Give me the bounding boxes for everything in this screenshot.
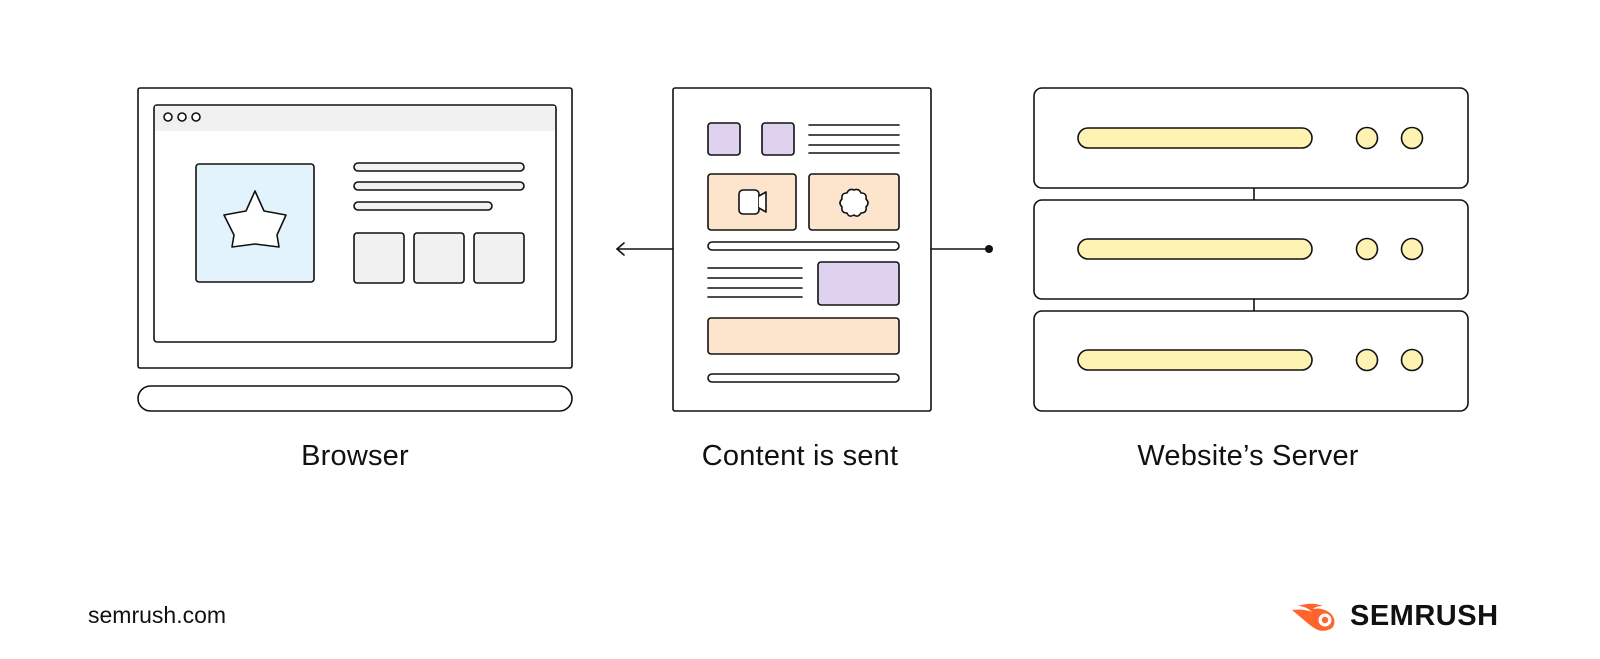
server-drive-bar [1077, 349, 1313, 371]
browser-caption: Browser [301, 440, 409, 472]
browser-illustration [137, 87, 573, 412]
purple-media-block [817, 261, 900, 306]
status-light [1400, 237, 1424, 261]
status-light [1400, 126, 1424, 150]
connector-dot [985, 245, 993, 253]
video-camera-icon [738, 189, 767, 215]
server-caption: Website’s Server [1137, 440, 1359, 472]
server-drive-bar [1077, 238, 1313, 260]
server-drive-bar [1077, 127, 1313, 149]
brand-logo: SEMRUSH [1290, 600, 1499, 632]
text-line [353, 201, 493, 211]
purple-block [761, 122, 795, 156]
content-caption: Content is sent [701, 440, 899, 472]
window-dot-1 [163, 112, 173, 122]
content-document [672, 87, 932, 412]
brand-name: SEMRUSH [1350, 599, 1499, 632]
server-connector [930, 245, 993, 253]
peach-banner [707, 317, 900, 355]
text-bar [707, 373, 900, 383]
text-bar [707, 241, 900, 251]
window-dot-3 [191, 112, 201, 122]
status-light [1355, 348, 1379, 372]
star-icon [223, 190, 287, 248]
window-dot-2 [177, 112, 187, 122]
status-light [1355, 126, 1379, 150]
purple-block [707, 122, 741, 156]
status-light [1355, 237, 1379, 261]
text-line [353, 162, 525, 172]
flower-icon [839, 188, 869, 217]
text-line [353, 181, 525, 191]
server-rack [1033, 87, 1469, 412]
arrow-left-icon [616, 242, 674, 256]
thumbnail [413, 232, 465, 284]
thumbnail [473, 232, 525, 284]
footer-url: semrush.com [88, 602, 227, 628]
browser-toolbar [155, 106, 555, 131]
semrush-flame-icon [1292, 603, 1335, 631]
laptop-base [137, 385, 573, 412]
thumbnail [353, 232, 405, 284]
status-light [1400, 348, 1424, 372]
